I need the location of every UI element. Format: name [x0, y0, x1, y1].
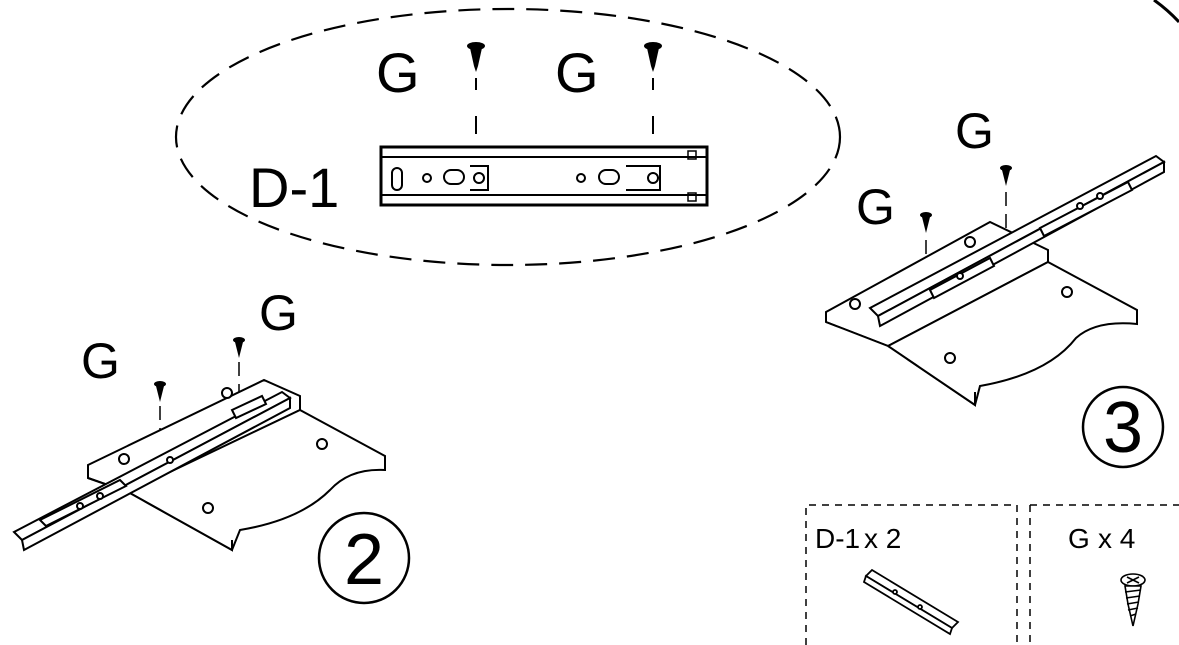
step2-screw-label-left: G	[81, 333, 120, 389]
drawer-slide-icon	[12, 390, 292, 552]
screw-icon	[233, 337, 245, 358]
detail-part-label: D-1	[249, 156, 339, 219]
screw-icon	[1000, 165, 1012, 186]
step-2-number: 2	[344, 520, 384, 600]
screw-icon	[644, 42, 662, 72]
step-3-badge	[1081, 385, 1165, 469]
detail-ellipse	[174, 7, 842, 267]
drawer-slide-icon	[862, 568, 960, 636]
drawer-slide-icon	[379, 145, 709, 207]
step2-screw-label-right: G	[259, 285, 298, 341]
partial-circle-outline	[1153, 0, 1179, 24]
step-3-number: 3	[1103, 388, 1143, 468]
parts-list: D-1 x 2 G x 4	[805, 504, 1179, 645]
side-panel	[87, 378, 386, 552]
part-g-qty: x 4	[1098, 523, 1135, 554]
step3-screw-label-top: G	[955, 103, 994, 159]
screw-icon	[1120, 573, 1146, 627]
step-2-illustration: G G	[12, 285, 411, 605]
screw-icon	[920, 212, 932, 233]
step-3-illustration: G G 3	[825, 103, 1166, 469]
detail-screw-label-right: G	[555, 41, 599, 104]
detail-screw-label-left: G	[376, 41, 420, 104]
part-d1-id: D-1	[815, 523, 860, 554]
parts-box-d1	[805, 504, 1018, 645]
step3-screw-label-left: G	[856, 179, 895, 235]
part-g-id: G	[1068, 523, 1090, 554]
part-d1-qty: x 2	[864, 523, 901, 554]
step-2-badge	[317, 511, 411, 605]
screw-icon	[154, 381, 166, 402]
screw-icon	[467, 42, 485, 72]
detail-callout: G G D-1	[174, 7, 842, 267]
drawer-slide-icon	[868, 154, 1166, 328]
